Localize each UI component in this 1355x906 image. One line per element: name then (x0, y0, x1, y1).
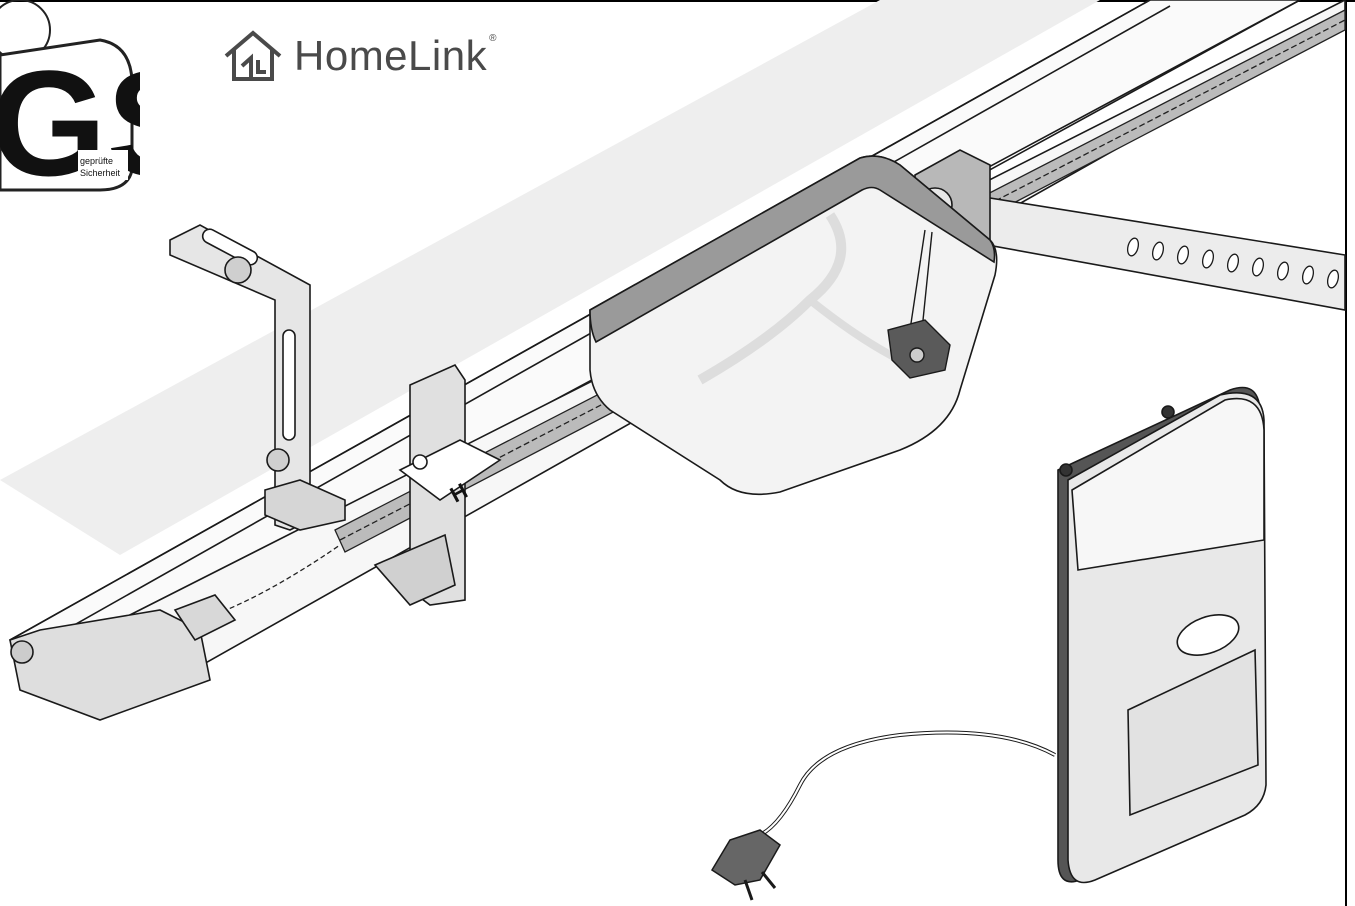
middle-hanger (373, 363, 502, 606)
frame-top (0, 0, 1355, 2)
gs-seal-icon: GS geprüfte Sicherheit (0, 0, 140, 195)
gs-seal-caption-2: Sicherheit (80, 168, 121, 178)
gs-seal-caption-1: geprüfte (80, 156, 113, 166)
homelink-logo: HomeLink ® (222, 28, 496, 84)
motor-housing (589, 155, 998, 496)
power-cable (759, 730, 1056, 837)
wall-bracket (169, 224, 346, 531)
rail-end-block (9, 594, 237, 721)
control-unit (1057, 386, 1267, 884)
registered-mark: ® (489, 32, 497, 44)
homelink-wordmark: HomeLink (294, 32, 488, 79)
door-arm-holes (1126, 237, 1340, 289)
home-icon (224, 30, 282, 81)
power-plug-icon (710, 829, 781, 901)
frame-right (1345, 0, 1347, 906)
emergency-release (887, 229, 951, 379)
door-arm (938, 188, 1346, 311)
